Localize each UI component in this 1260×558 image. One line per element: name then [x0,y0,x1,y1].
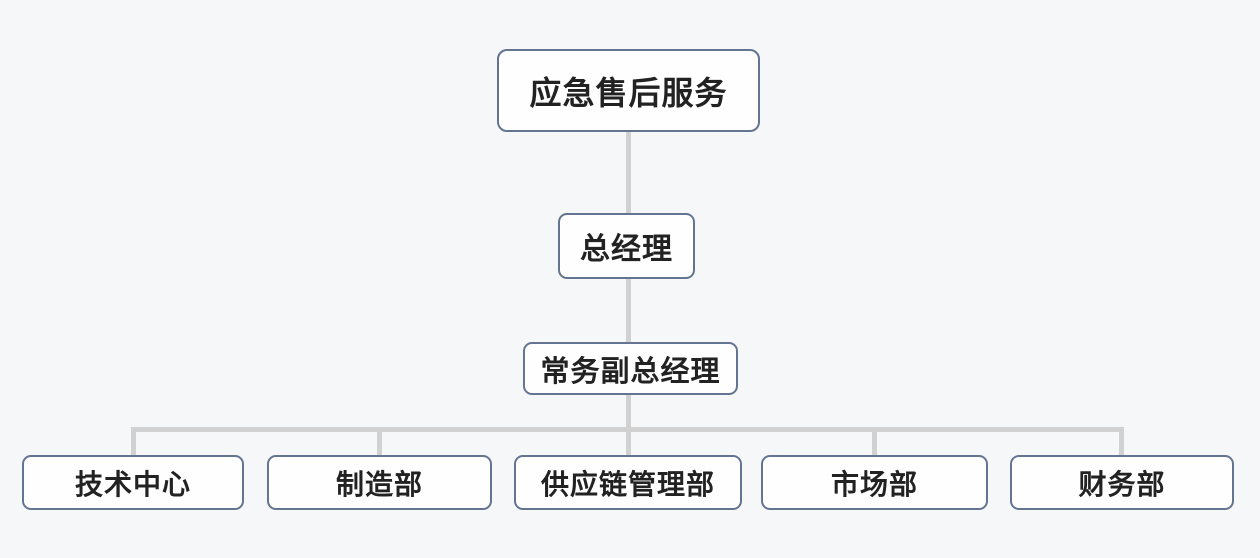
org-node-label: 制造部 [335,468,423,500]
org-node-finance-dept[interactable]: 财务部 [1010,455,1234,510]
org-node-label: 常务副总经理 [540,355,721,388]
org-node-supply-chain-dept[interactable]: 供应链管理部 [514,455,742,510]
org-node-manufacturing-dept[interactable]: 制造部 [267,455,492,510]
org-node-marketing-dept[interactable]: 市场部 [761,455,988,510]
org-node-label: 财务部 [1078,468,1166,500]
connector-departments-horizontal [131,427,1124,432]
org-node-label: 供应链管理部 [540,468,715,500]
org-node-deputy-general-manager[interactable]: 常务副总经理 [523,342,738,395]
org-node-label: 市场部 [830,468,918,500]
org-node-tech-center[interactable]: 技术中心 [22,455,244,510]
connector-deputy-to-departments [626,394,631,457]
org-node-emergency-after-sales-service[interactable]: 应急售后服务 [497,49,760,132]
org-node-label: 总经理 [580,233,673,266]
org-node-general-manager[interactable]: 总经理 [558,213,695,279]
org-node-label: 技术中心 [74,468,191,500]
connector-gm-to-deputy [626,278,631,344]
connector-drop-finance [1119,430,1124,457]
connector-drop-tech-center [131,430,136,457]
connector-root-to-gm [626,131,631,215]
connector-drop-manufacturing [377,430,382,457]
org-node-label: 应急售后服务 [529,74,728,111]
connector-drop-marketing [872,430,877,457]
